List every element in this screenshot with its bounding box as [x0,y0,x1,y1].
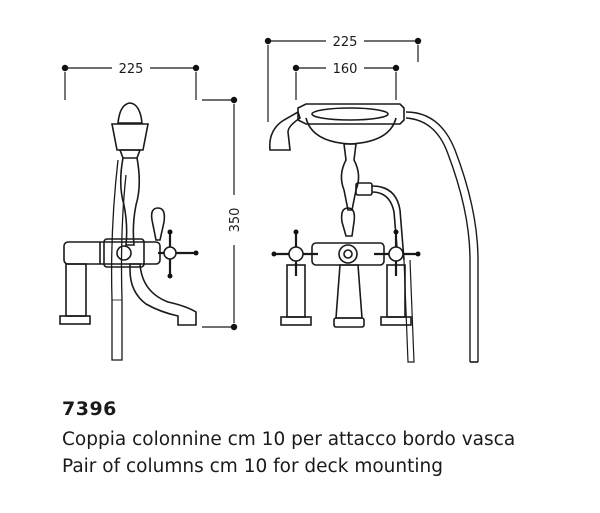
label-handle-span: 160 [333,62,358,77]
technical-drawing: 225 225 160 350 [59,35,479,363]
label-left-width: 225 [119,62,144,77]
label-right-width: 225 [333,35,358,50]
dimension-height [202,96,238,331]
description-italian: Coppia colonnine cm 10 per attacco bordo… [62,429,516,450]
dimension-handle-span [292,64,400,100]
label-height: 350 [228,208,243,233]
product-code: 7396 [62,398,117,420]
description-english: Pair of columns cm 10 for deck mounting [62,456,443,477]
dimension-left-width [61,64,200,100]
product-caption: 7396 Coppia colonnine cm 10 per attacco … [62,398,592,480]
cross-handle-left [271,229,318,276]
side-view [59,64,238,361]
front-view [264,37,479,363]
cross-handle-side [158,229,199,279]
cross-handle-right [374,229,421,276]
dimension-right-width [264,37,422,122]
